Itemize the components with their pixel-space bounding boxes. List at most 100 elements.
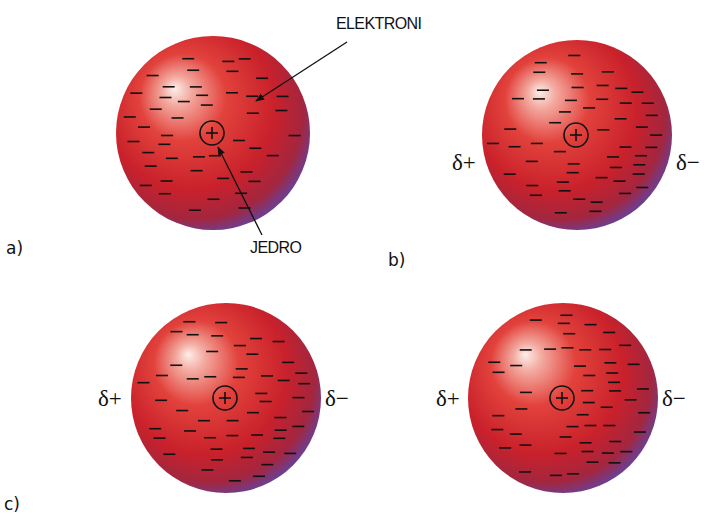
partial-charge: δ+: [452, 149, 476, 177]
electron-mark: [642, 102, 654, 104]
electron-mark: [273, 438, 285, 440]
electron-mark: [190, 86, 202, 88]
electron-mark: [504, 128, 516, 130]
electron-mark: [492, 415, 504, 417]
electron-mark: [510, 365, 522, 367]
electron-mark: [583, 402, 595, 404]
electron-mark: [581, 390, 593, 392]
electron-mark: [606, 372, 618, 374]
electron-mark: [217, 178, 229, 180]
electron-mark: [207, 198, 219, 200]
electron-mark: [601, 406, 613, 408]
electron-mark: [156, 375, 168, 377]
electron-mark: [535, 62, 547, 64]
nucleus-symbol: [564, 123, 588, 147]
electron-mark: [163, 453, 175, 455]
electron-mark: [633, 173, 645, 175]
electron-mark: [549, 122, 561, 124]
electron-mark: [566, 426, 578, 428]
electron-mark: [636, 187, 648, 189]
electron-mark: [187, 69, 199, 71]
partial-charge: δ−: [662, 385, 686, 413]
electron-mark: [153, 437, 165, 439]
electron-mark: [189, 209, 201, 211]
electron-mark: [256, 77, 268, 79]
electron-mark: [602, 71, 614, 73]
electron-mark: [142, 152, 154, 154]
electron-mark: [530, 194, 542, 196]
electron-mark: [634, 431, 646, 433]
electron-mark: [184, 430, 196, 432]
electron-mark: [560, 314, 572, 316]
electron-mark: [602, 452, 614, 454]
electron-mark: [604, 362, 616, 364]
electron-mark: [240, 171, 252, 173]
electron-mark: [520, 349, 532, 351]
electron-mark: [172, 117, 184, 119]
electron-mark: [158, 144, 170, 146]
electron-mark: [273, 341, 285, 343]
electron-mark: [234, 345, 246, 347]
electron-mark: [138, 126, 150, 128]
electron-mark: [487, 143, 499, 145]
electron-mark: [292, 426, 304, 428]
callout-label: JEDRO: [250, 238, 301, 257]
electron-mark: [555, 212, 567, 214]
electron-mark: [196, 95, 208, 97]
electron-mark: [302, 411, 314, 413]
electron-mark: [226, 435, 238, 437]
electron-mark: [619, 193, 631, 195]
electron-mark: [293, 397, 305, 399]
electron-mark: [163, 86, 175, 88]
electron-mark: [599, 349, 611, 351]
electron-mark: [619, 345, 631, 347]
electron-mark: [210, 448, 222, 450]
electron-mark: [609, 390, 621, 392]
electron-mark: [585, 324, 597, 326]
electron-mark: [215, 322, 227, 324]
electron-mark: [582, 451, 594, 453]
electron-mark: [638, 412, 650, 414]
electron-mark: [247, 412, 259, 414]
electron-mark: [597, 129, 609, 131]
electron-mark: [603, 425, 615, 427]
electron-mark: [233, 377, 245, 379]
atom-sphere: [131, 303, 321, 493]
nucleus-symbols: [200, 121, 588, 410]
electron-mark: [499, 447, 511, 449]
electron-mark: [249, 147, 261, 149]
electron-mark: [631, 91, 643, 93]
electron-mark: [159, 193, 171, 195]
electron-mark: [191, 170, 203, 172]
electron-mark: [130, 92, 142, 94]
electron-mark: [573, 198, 585, 200]
electron-mark: [147, 75, 159, 77]
electron-mark: [554, 151, 566, 153]
electron-mark: [253, 475, 265, 477]
electron-mark: [550, 475, 562, 477]
electron-mark: [226, 71, 238, 73]
electron-mark: [161, 180, 173, 182]
electron-mark: [526, 185, 538, 187]
electron-mark: [227, 420, 239, 422]
electron-mark: [127, 141, 139, 143]
electron-mark: [574, 365, 586, 367]
electron-mark: [636, 126, 648, 128]
electron-mark: [615, 118, 627, 120]
electron-mark: [282, 362, 294, 364]
electron-mark: [633, 164, 645, 166]
electron-mark: [204, 437, 216, 439]
electron-mark: [226, 92, 238, 94]
electron-mark: [295, 372, 307, 374]
electron-mark: [650, 134, 662, 136]
leader-arrow: [218, 147, 262, 235]
electron-mark: [579, 349, 591, 351]
atom-sphere: [482, 40, 672, 230]
electron-mark: [239, 58, 251, 60]
electron-mark: [201, 104, 213, 106]
electron-mark: [198, 420, 210, 422]
panel-letter: c): [4, 494, 20, 514]
partial-charge: δ−: [325, 385, 349, 413]
